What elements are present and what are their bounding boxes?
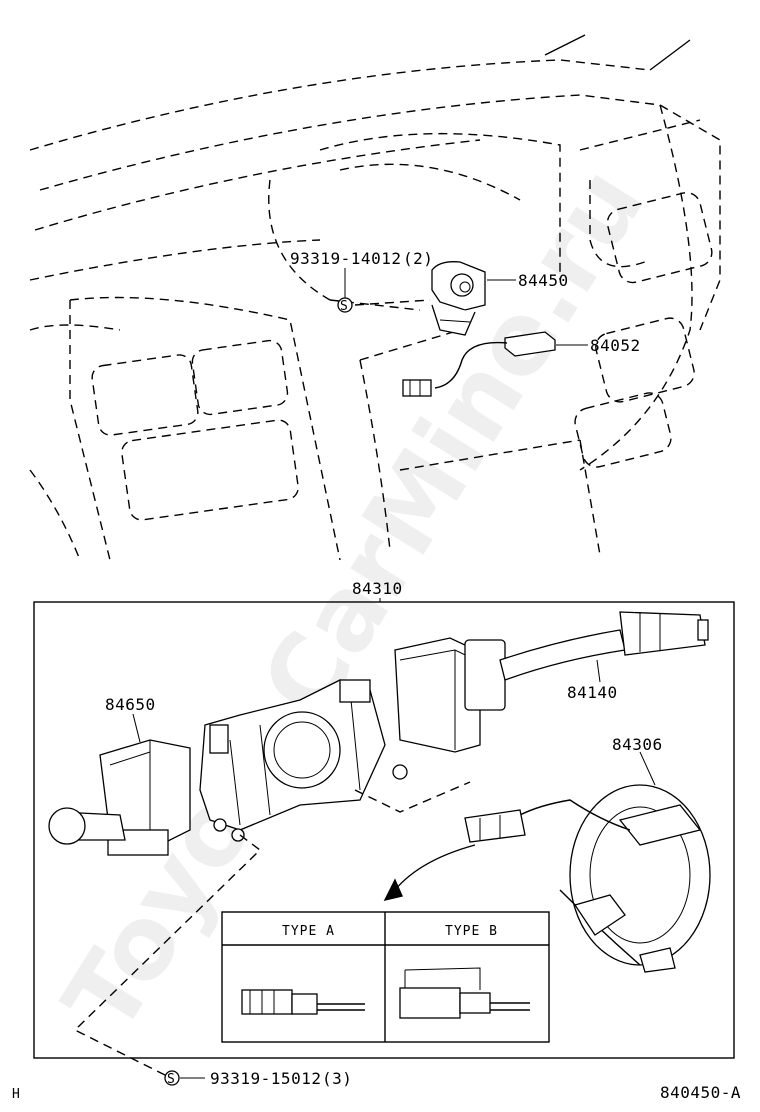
type-a-connector-icon [241, 989, 365, 1015]
assembly-frame [33, 601, 735, 1059]
wiper-switch-part[interactable] [394, 611, 709, 753]
light-switch-part[interactable] [48, 739, 191, 856]
type-a-label: TYPE A [282, 924, 335, 939]
diagram-code: 840450-A [660, 1083, 741, 1102]
type-b-label: TYPE B [445, 924, 498, 939]
watermark: ToyotaCarMine.ru [41, 148, 667, 1053]
screw-93319-15012-icon[interactable]: S [164, 1070, 180, 1087]
label-84450: 84450 [518, 271, 569, 290]
connector-type-inset: TYPE A TYPE B [221, 911, 550, 1043]
label-84310: 84310 [352, 579, 403, 598]
type-b-connector-icon [399, 967, 530, 1019]
label-84306: 84306 [612, 735, 663, 754]
ignition-switch-part[interactable] [431, 261, 486, 336]
screw-symbol: S [340, 299, 348, 314]
spiral-cable-part[interactable] [464, 784, 711, 973]
label-84052: 84052 [590, 336, 641, 355]
harness-part[interactable] [402, 331, 556, 397]
screw-93319-14012-icon[interactable]: S [337, 297, 353, 314]
label-84140: 84140 [567, 683, 618, 702]
screw-symbol-bottom: S [167, 1072, 175, 1087]
label-qty-top: (2) [403, 249, 433, 268]
label-qty-bottom: (3) [322, 1069, 352, 1088]
footer-left-code: H [12, 1087, 20, 1102]
label-93319-15012: 93319-15012 [210, 1069, 321, 1088]
dashboard-outline [29, 34, 721, 561]
label-84650: 84650 [105, 695, 156, 714]
label-93319-14012: 93319-14012 [290, 249, 401, 268]
switch-body-part[interactable] [199, 679, 408, 842]
